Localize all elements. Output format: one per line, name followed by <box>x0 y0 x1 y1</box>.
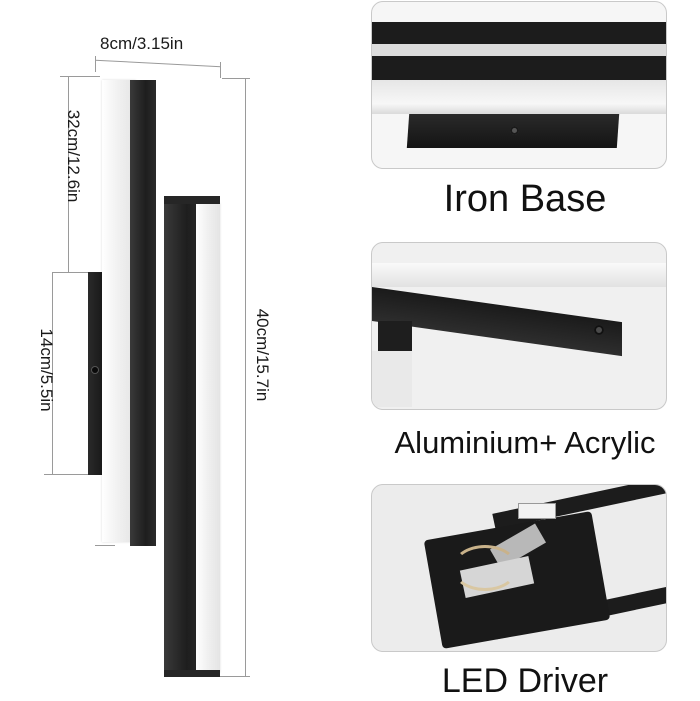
lower-aluminium-bar <box>164 200 202 674</box>
base-height-guide <box>52 272 53 475</box>
top-height-tick-top <box>60 76 100 77</box>
lower-acrylic-edge <box>372 351 412 407</box>
acrylic-gap <box>372 44 666 56</box>
total-height-label: 40cm/15.7in <box>253 308 272 402</box>
caption-aluminium-acrylic: Aluminium+ Acrylic <box>394 425 656 460</box>
aluminium-acrylic-photo <box>371 242 667 410</box>
caption-iron-base: Iron Base <box>443 178 607 220</box>
top-height-label: 32cm/12.6in <box>64 109 83 203</box>
width-dimension-line <box>95 59 221 68</box>
lower-bar-end-cap-top <box>164 196 220 204</box>
led-driver-photo <box>371 484 667 652</box>
total-height-guide <box>245 78 246 676</box>
lower-acrylic-diffuser <box>196 203 220 673</box>
section-tick-middle <box>52 272 100 273</box>
metal-bar-top <box>372 22 666 44</box>
terminal-block <box>518 503 556 519</box>
bar-screw <box>594 325 604 335</box>
width-tick-left <box>95 56 96 72</box>
upper-aluminium-bar <box>130 80 156 546</box>
mount-bracket <box>378 321 412 351</box>
mount-screw <box>92 367 98 373</box>
base-screw <box>510 126 519 135</box>
acrylic-strip <box>372 80 666 114</box>
width-tick-right <box>220 62 221 78</box>
top-height-tick-bottom <box>95 545 115 546</box>
wiring <box>452 545 518 591</box>
total-height-tick-top <box>222 78 250 79</box>
iron-base-photo <box>371 1 667 169</box>
caption-led-driver: LED Driver <box>441 662 609 700</box>
base-height-label: 14cm/5.5in <box>37 328 56 412</box>
total-height-tick-bottom <box>205 676 250 677</box>
metal-bar-bottom <box>372 56 666 80</box>
lower-bar-end-cap-bottom <box>164 670 220 677</box>
wall-mount-plate <box>88 272 106 475</box>
acrylic-diffuser <box>372 263 666 287</box>
base-height-tick-bottom <box>44 474 96 475</box>
top-height-guide <box>68 76 69 272</box>
width-dimension-label: 8cm/3.15in <box>100 34 184 53</box>
